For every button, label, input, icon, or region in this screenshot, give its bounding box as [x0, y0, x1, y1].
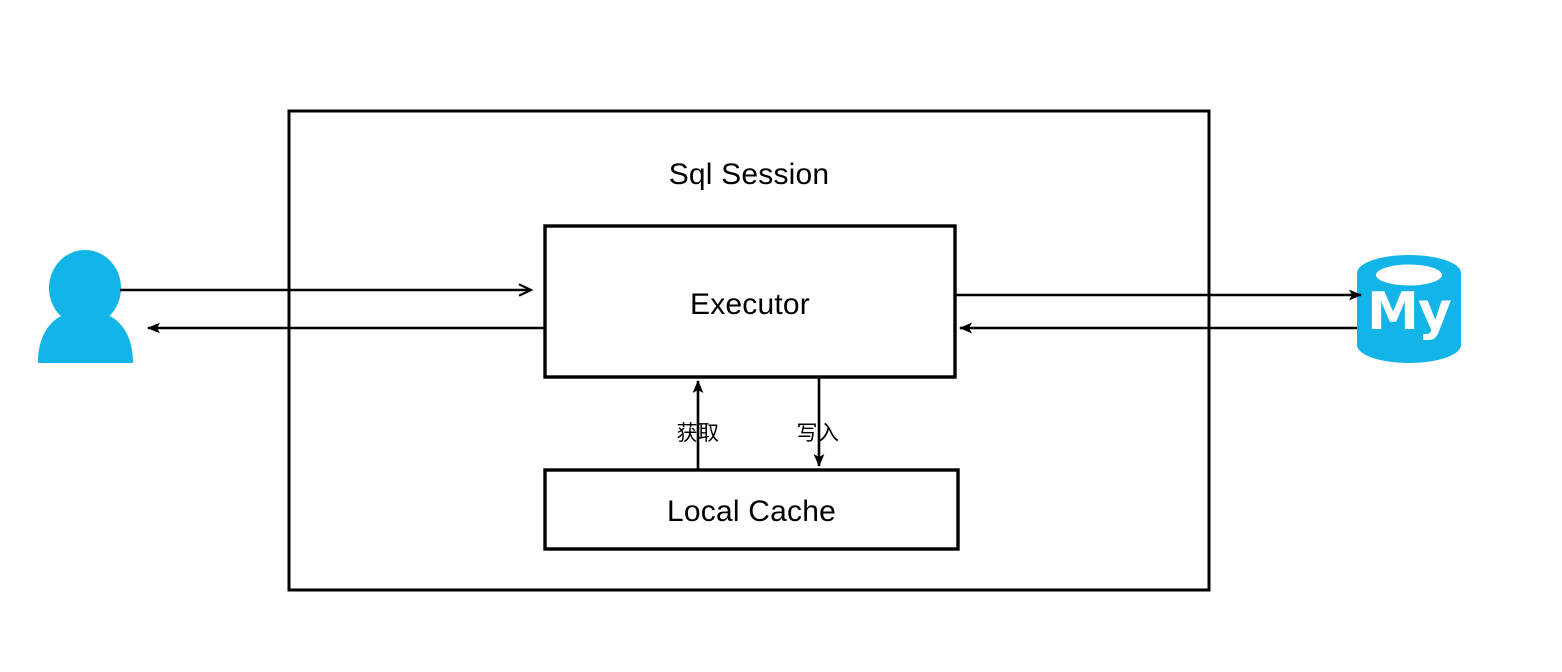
executor-label: Executor	[690, 288, 810, 321]
local-cache-label: Local Cache	[667, 495, 836, 528]
edge-label-write: 写入	[796, 421, 840, 445]
sql-session-title: Sql Session	[668, 158, 830, 191]
mysql-wordmark-label: My	[1367, 282, 1452, 342]
user-person-icon	[38, 250, 133, 363]
edge-label-fetch: 获取	[676, 421, 720, 445]
